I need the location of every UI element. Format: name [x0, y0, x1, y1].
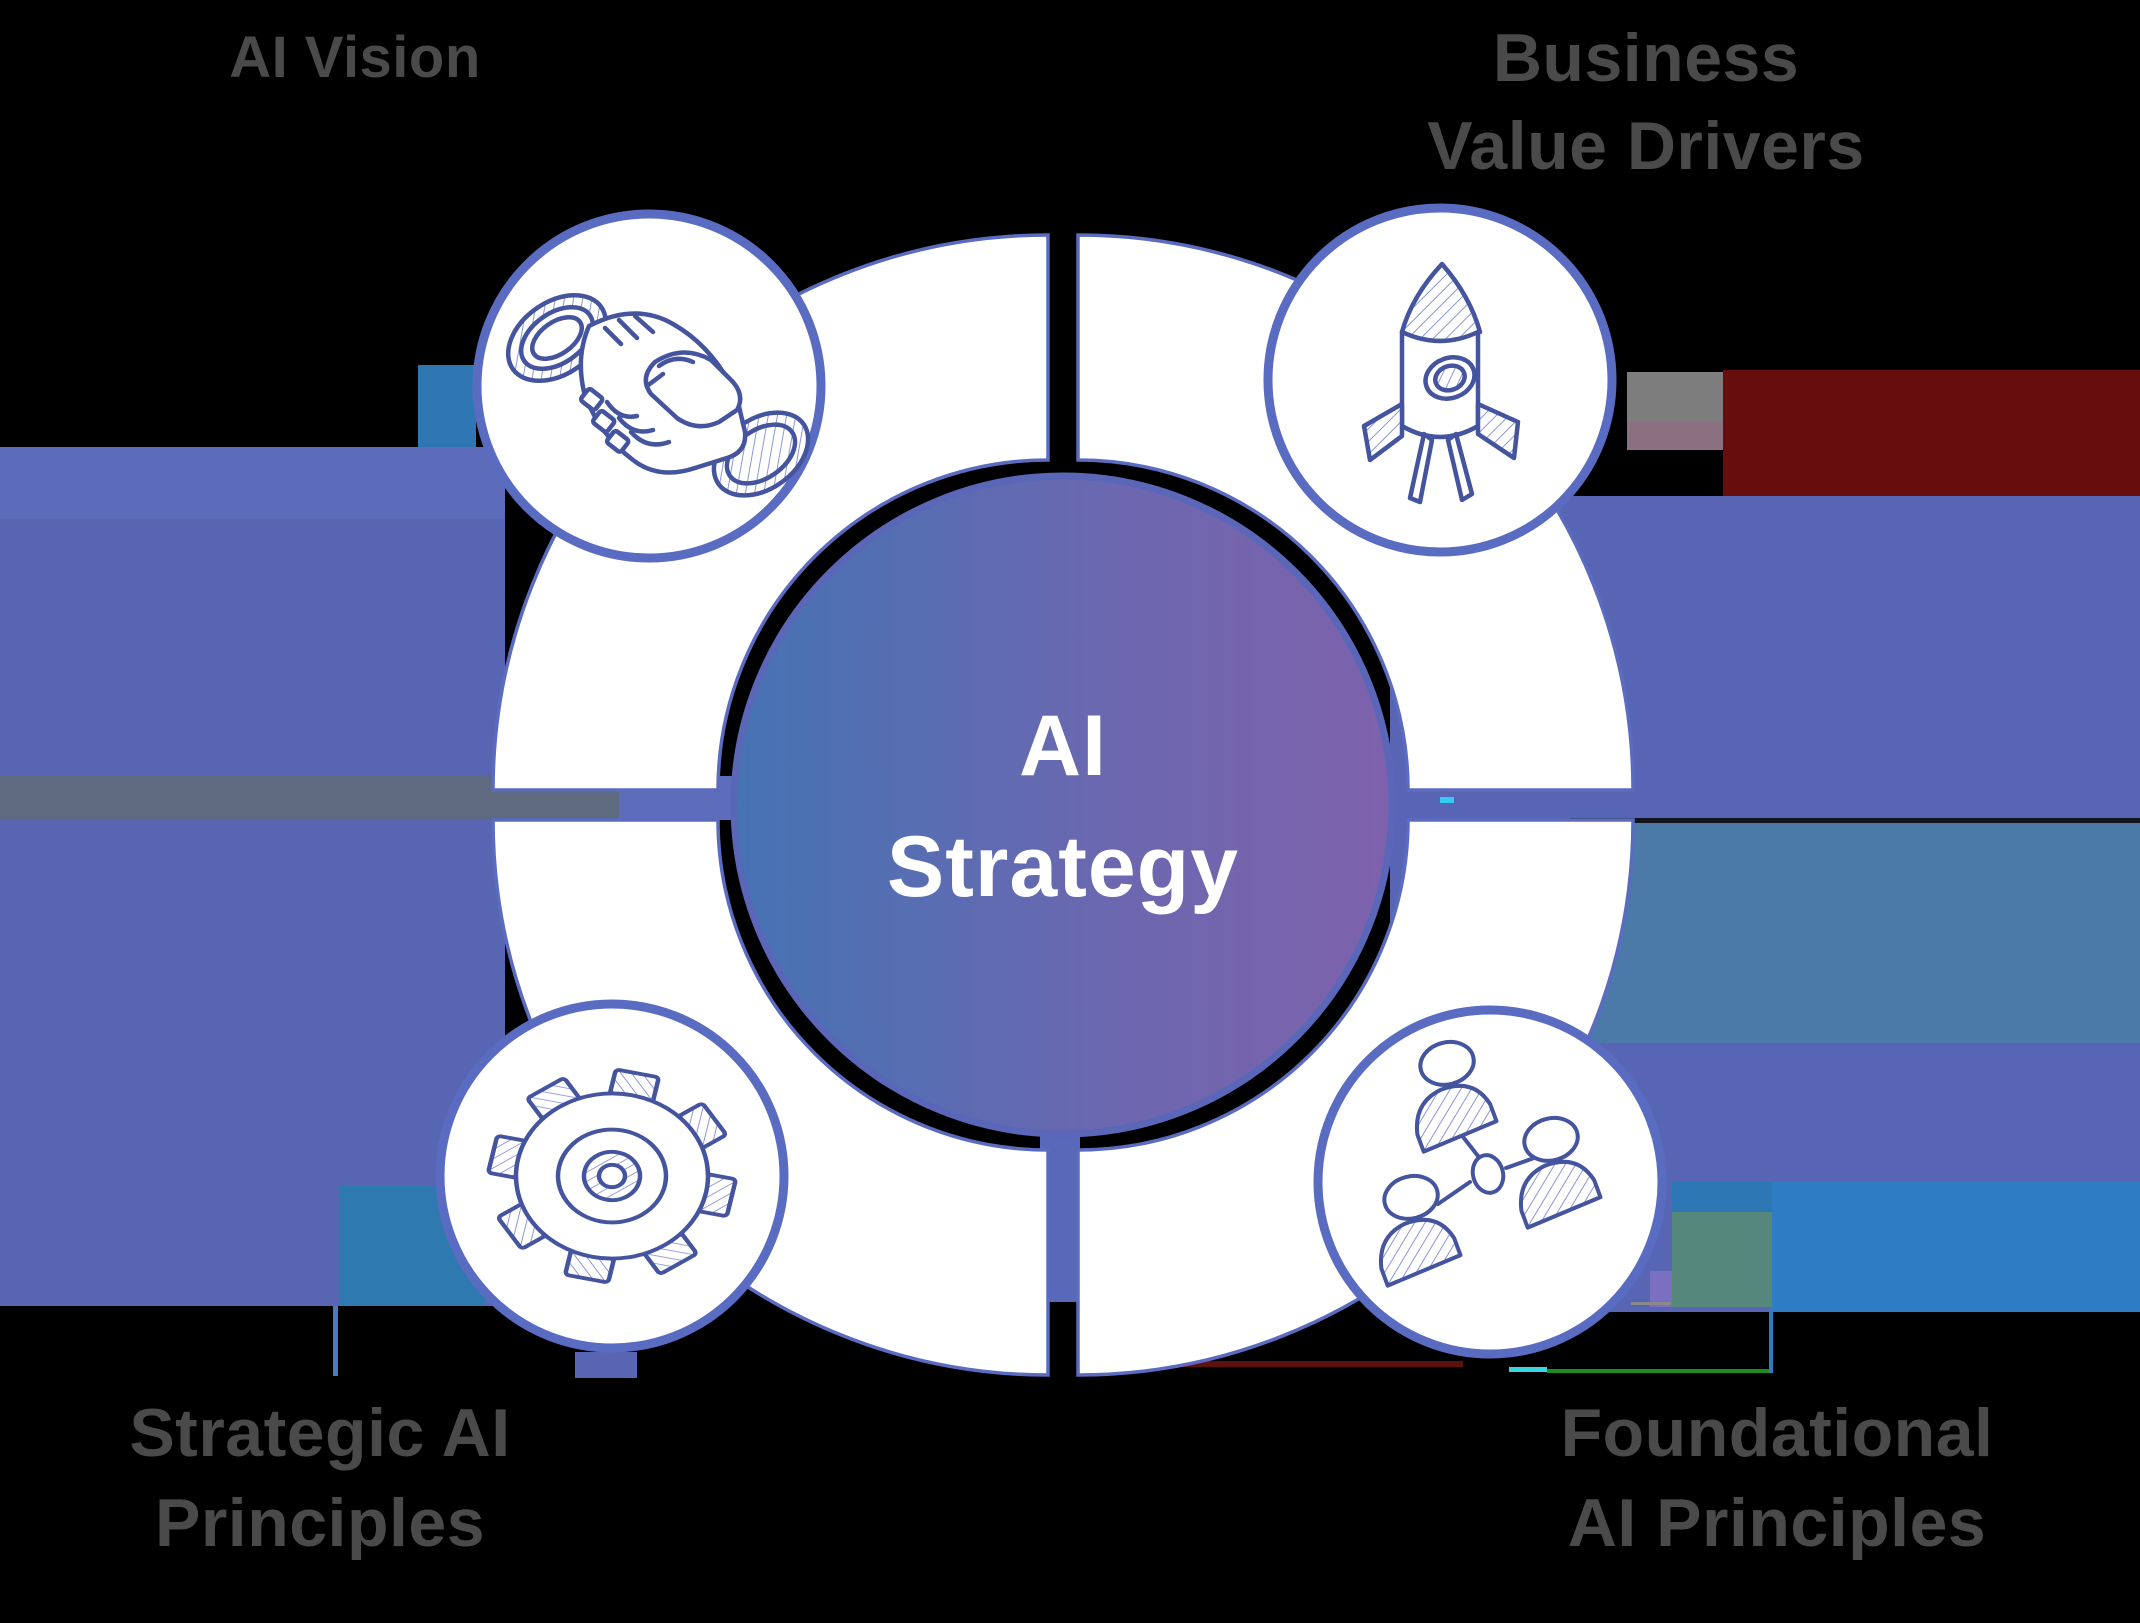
- label-foundational-ai-principles-line2: AI Principles: [1567, 1485, 1987, 1562]
- label-business-value-drivers: Business Value Drivers: [1388, 14, 1904, 191]
- label-ai-vision-line1: AI Vision: [229, 25, 481, 90]
- label-foundational-ai-principles: Foundational AI Principles: [1512, 1388, 2042, 1569]
- center-title-line2: Strategy: [887, 819, 1239, 915]
- team-icon: [1378, 1039, 1603, 1288]
- center-title-line1: AI: [1019, 698, 1107, 794]
- label-strategic-ai-principles: Strategic AI Principles: [55, 1388, 585, 1569]
- node-strategic-ai-principles: [435, 999, 789, 1353]
- handshake-icon: [505, 292, 811, 498]
- node-circles: [435, 203, 1667, 1359]
- label-business-value-drivers-line2: Value Drivers: [1427, 108, 1865, 185]
- label-strategic-ai-principles-line1: Strategic AI: [129, 1395, 511, 1471]
- node-business-value-drivers: [1263, 203, 1617, 557]
- label-ai-vision: AI Vision: [180, 20, 530, 95]
- gear-icon: [486, 1068, 738, 1284]
- label-strategic-ai-principles-line2: Principles: [154, 1485, 486, 1562]
- center-circle: AI Strategy: [730, 472, 1396, 1138]
- node-foundational-ai-principles: [1313, 1005, 1667, 1359]
- node-ai-vision: [472, 209, 826, 563]
- ring-quadrant-bottom-left: [491, 818, 1050, 1377]
- label-business-value-drivers-line1: Business: [1492, 20, 1800, 96]
- rocket-icon: [1361, 261, 1521, 505]
- label-foundational-ai-principles-line1: Foundational: [1560, 1395, 1994, 1471]
